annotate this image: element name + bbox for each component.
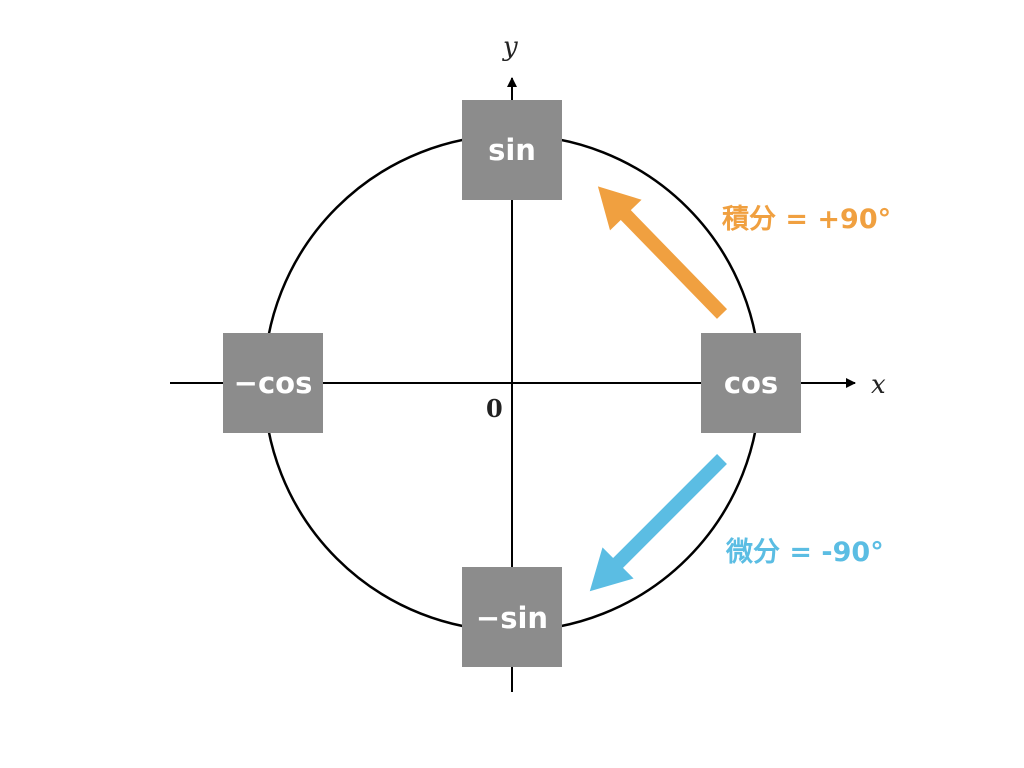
- integral-arrow: [597, 186, 728, 319]
- node-label: sin: [488, 133, 536, 167]
- node-neg-sin: −sin: [462, 567, 562, 667]
- node-label: −cos: [234, 366, 313, 400]
- node-box: [462, 567, 562, 667]
- integral-label: 積分 = +90°: [722, 204, 891, 235]
- node-cos: cos: [701, 333, 801, 433]
- y-axis-label: y: [502, 32, 518, 62]
- integral-arrow-shape: [597, 186, 728, 319]
- node-box: [701, 333, 801, 433]
- origin-label: 0: [486, 394, 503, 423]
- node-neg-cos: −cos: [223, 333, 323, 433]
- node-box: [223, 333, 323, 433]
- derivative-arrow-shape: [589, 454, 727, 592]
- node-label: −sin: [476, 601, 548, 635]
- node-sin: sin: [462, 100, 562, 200]
- derivative-arrow: [589, 454, 727, 592]
- x-axis-label: x: [871, 370, 886, 400]
- derivative-label: 微分 = -90°: [725, 537, 884, 568]
- node-box: [462, 100, 562, 200]
- node-label: cos: [724, 366, 778, 400]
